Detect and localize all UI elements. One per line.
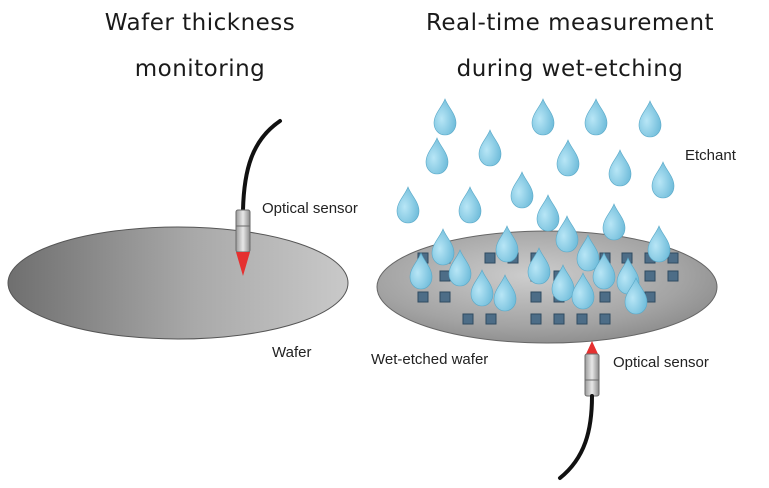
etchant-droplet [638,100,662,138]
right-optical-sensor-label: Optical sensor [613,354,709,371]
etched-chip [667,252,679,264]
etchant-label: Etchant [685,147,736,164]
etched-chip [644,270,656,282]
etched-chip [530,313,542,325]
etchant-droplet [555,215,579,253]
right-sensor-cable [558,394,594,480]
left-sensor-cable [241,119,282,212]
left-optical-sensor-label: Optical sensor [262,200,358,217]
etched-chip [462,313,474,325]
etchant-droplet [510,171,534,209]
right-title-line-2: during wet-etching [456,56,684,82]
etched-chip [553,313,565,325]
etched-chip [485,313,497,325]
left-title-line-1: Wafer thickness [104,10,296,36]
etchant-droplet [584,98,608,136]
etchant-droplet [478,129,502,167]
etched-chip [599,313,611,325]
etchant-droplet [396,186,420,224]
etchant-droplet [431,228,455,266]
etched-chip [576,313,588,325]
left-wafer [7,226,349,340]
etched-chip [417,291,429,303]
etched-chip [599,291,611,303]
left-sensor-body [235,209,251,253]
etched-chip [439,291,451,303]
etchant-droplet [556,139,580,177]
etchant-droplet [458,186,482,224]
etched-chip [667,270,679,282]
etchant-droplet [433,98,457,136]
etchant-droplet [531,98,555,136]
left-sensor-tip [236,252,250,276]
right-sensor-tip [586,341,598,354]
right-sensor-body [584,353,600,397]
etched-chip [484,252,496,264]
etchant-droplet [536,194,560,232]
right-title-line-1: Real-time measurement [425,10,715,36]
etchant-droplet [425,137,449,175]
etched-chip [439,270,451,282]
etchant-droplet [495,225,519,263]
etchant-droplet [608,149,632,187]
left-title-line-2: monitoring [134,56,266,82]
left-wafer-label: Wafer [272,344,312,361]
left-panel-title: Wafer thickness monitoring [80,0,320,92]
etchant-droplet [602,203,626,241]
right-panel-title: Real-time measurement during wet-etching [395,0,745,92]
etchant-droplet [647,225,671,263]
wet-etched-wafer-label: Wet-etched wafer [371,351,489,368]
etchant-droplet [651,161,675,199]
etched-chip [530,291,542,303]
